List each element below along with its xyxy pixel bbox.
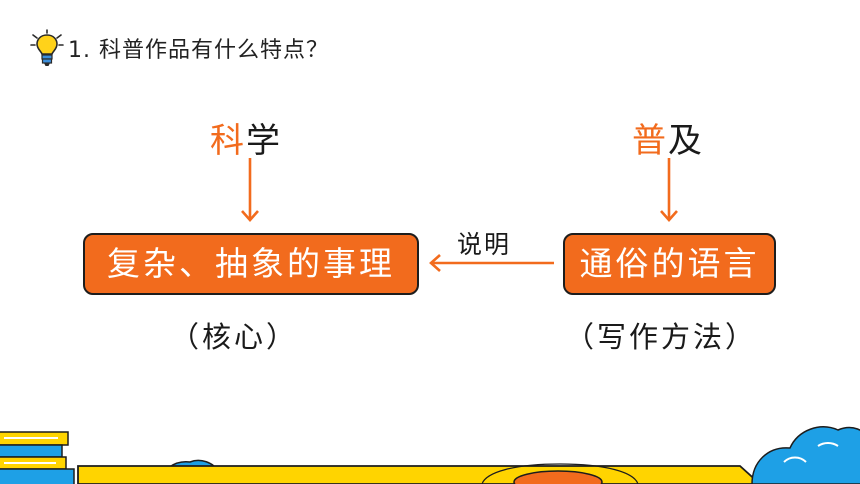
note-core: （核心） — [170, 320, 299, 354]
arrow-explain-left — [429, 254, 554, 272]
cloud-large-decoration — [751, 426, 860, 484]
term-science-highlight: 科 — [210, 121, 246, 161]
note-writing-method: （写作方法） — [565, 320, 758, 354]
term-popular-rest: 及 — [668, 121, 704, 161]
books-decoration — [0, 431, 75, 484]
decorative-footer — [0, 426, 860, 484]
center-outline-decoration — [481, 463, 639, 484]
question-heading: 1. 科普作品有什么特点？ — [68, 38, 329, 63]
term-science-rest: 学 — [246, 121, 282, 161]
term-science: 科学 — [210, 113, 282, 162]
center-orange-blob — [513, 470, 603, 484]
box-plain-language: 通俗的语言 — [563, 233, 776, 295]
box-complex-abstract-principles: 复杂、抽象的事理 — [83, 233, 419, 295]
link-label-explain: 说明 — [457, 230, 512, 259]
arrow-science-down — [241, 158, 259, 222]
term-popular: 普及 — [632, 113, 704, 162]
term-popular-highlight: 普 — [632, 121, 668, 161]
lightbulb-icon — [30, 29, 64, 66]
yellow-board-decoration — [77, 465, 762, 484]
arrow-popular-down — [660, 158, 678, 222]
